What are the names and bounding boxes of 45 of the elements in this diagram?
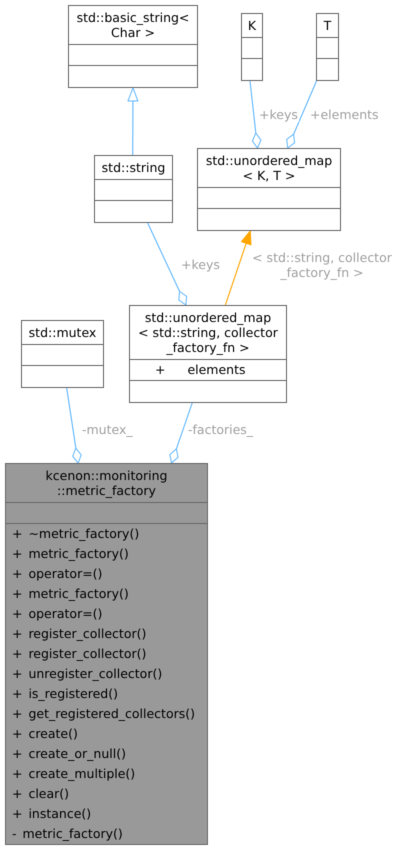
class-name: K bbox=[248, 18, 256, 33]
diamond-connector bbox=[169, 402, 193, 464]
method-name: + create_or_null() bbox=[12, 746, 126, 761]
method-name: + register_collector() bbox=[12, 626, 146, 641]
method-name: + register_collector() bbox=[12, 646, 146, 661]
method-name: - metric_factory() bbox=[12, 826, 123, 841]
class-box bbox=[68, 5, 198, 88]
edge-label: +elements bbox=[309, 107, 380, 122]
method-name: + operator=() bbox=[12, 566, 102, 581]
class-name: std::unordered_map < K, T > bbox=[204, 153, 334, 183]
method-name: + instance() bbox=[12, 806, 92, 821]
method-name: + operator=() bbox=[12, 606, 102, 621]
class-box bbox=[129, 305, 287, 403]
method-name: + unregister_collector() bbox=[12, 666, 162, 681]
class-box bbox=[21, 320, 104, 388]
arrow bbox=[127, 88, 138, 155]
method-name: + create() bbox=[12, 726, 78, 741]
class-name: std::unordered_map < std::string, collector _factory_fn > bbox=[137, 310, 279, 355]
diamond-connector bbox=[66, 388, 82, 464]
method-name: + metric_factory() bbox=[12, 546, 129, 561]
class-box bbox=[197, 148, 341, 231]
arrow bbox=[224, 230, 252, 306]
class-name: std::basic_string< Char > bbox=[76, 10, 190, 40]
edge-label: -factories_ bbox=[187, 422, 254, 437]
edge-label: +keys bbox=[180, 257, 221, 272]
diamond-connector bbox=[249, 80, 262, 148]
class-name: T bbox=[324, 18, 332, 33]
diamond-connector bbox=[286, 80, 317, 148]
edge-label: -mutex_ bbox=[81, 422, 134, 437]
class-name: std::mutex bbox=[28, 325, 96, 340]
method-name: + create_multiple() bbox=[12, 766, 136, 781]
class-box bbox=[241, 13, 263, 81]
diamond-connector bbox=[147, 222, 188, 306]
class-box bbox=[94, 155, 173, 223]
method-name: + get_registered_collectors() bbox=[12, 706, 196, 721]
method-name: + metric_factory() bbox=[12, 586, 129, 601]
method-name: + is_registered() bbox=[12, 686, 118, 701]
class-name: kcenon::monitoring ::metric_factory bbox=[44, 468, 168, 498]
class-box bbox=[316, 13, 339, 81]
class-name: std::string bbox=[102, 160, 166, 175]
attribute-name: + elements bbox=[155, 362, 246, 377]
class-box bbox=[5, 463, 208, 845]
method-name: + clear() bbox=[12, 786, 70, 801]
edge-label: +keys bbox=[258, 107, 299, 122]
method-name: + ~metric_factory() bbox=[12, 526, 140, 541]
